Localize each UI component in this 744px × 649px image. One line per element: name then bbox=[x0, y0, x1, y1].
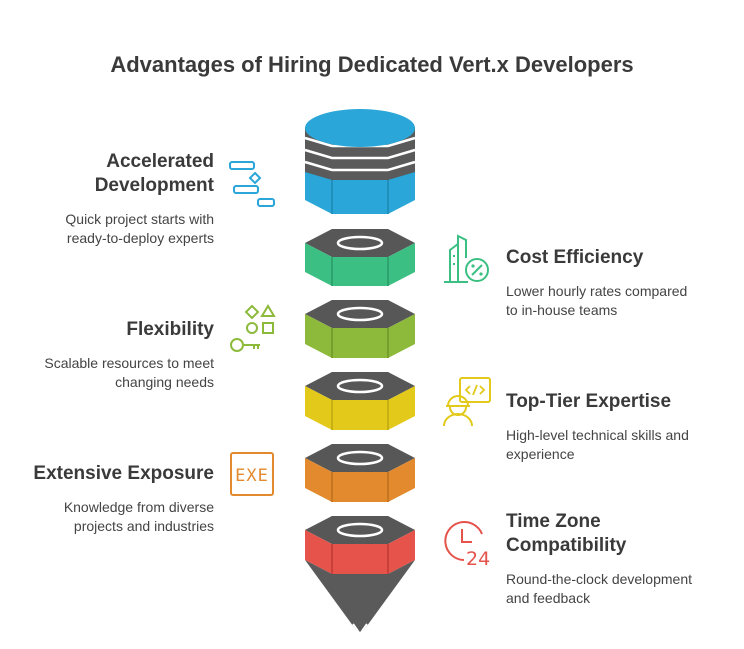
segment-time-zone-compatibility bbox=[305, 516, 415, 574]
item-description: Round-the-clock development and feedback bbox=[506, 571, 692, 606]
item-title: Cost Efficiency bbox=[506, 247, 644, 268]
exe-file-icon: EXE bbox=[230, 452, 274, 496]
engineer-code-icon bbox=[442, 376, 494, 428]
item-accelerated-development: Accelerated Development Quick project st… bbox=[20, 150, 214, 248]
segment-accelerated-development bbox=[304, 109, 416, 214]
shapes-key-icon bbox=[228, 304, 278, 354]
item-time-zone-compatibility: Time Zone Compatibility Round-the-clock … bbox=[506, 510, 738, 608]
item-flexibility: Flexibility Scalable resources to meet c… bbox=[20, 318, 214, 392]
item-description: High-level technical skills and experien… bbox=[506, 427, 689, 462]
item-title: Flexibility bbox=[126, 319, 214, 340]
item-title: Accelerated Development bbox=[94, 151, 214, 196]
clock-24-icon: 24 bbox=[442, 520, 496, 572]
item-title: Extensive Exposure bbox=[33, 463, 214, 484]
segment-extensive-exposure bbox=[305, 444, 415, 502]
item-description: Quick project starts with ready-to-deplo… bbox=[65, 211, 214, 246]
item-cost-efficiency: Cost Efficiency Lower hourly rates compa… bbox=[506, 246, 736, 320]
item-title: Top-Tier Expertise bbox=[506, 391, 672, 412]
segment-cost-efficiency bbox=[305, 229, 415, 286]
segment-flexibility bbox=[305, 300, 415, 358]
item-extensive-exposure: Extensive Exposure Knowledge from divers… bbox=[20, 462, 214, 536]
segment-top-tier-expertise bbox=[305, 372, 415, 430]
building-percent-icon bbox=[442, 234, 492, 284]
item-description: Scalable resources to meet changing need… bbox=[44, 355, 214, 390]
gantt-chart-icon bbox=[228, 160, 278, 210]
exe-file-label: EXE bbox=[235, 466, 269, 486]
item-title: Time Zone Compatibility bbox=[506, 511, 627, 556]
item-top-tier-expertise: Top-Tier Expertise High-level technical … bbox=[506, 390, 736, 464]
page-title: Advantages of Hiring Dedicated Vert.x De… bbox=[110, 52, 634, 77]
drill-tip bbox=[305, 560, 415, 636]
item-description: Knowledge from diverse projects and indu… bbox=[63, 499, 214, 534]
clock-24-label: 24 bbox=[466, 548, 491, 570]
item-description: Lower hourly rates compared to in-house … bbox=[506, 283, 688, 318]
